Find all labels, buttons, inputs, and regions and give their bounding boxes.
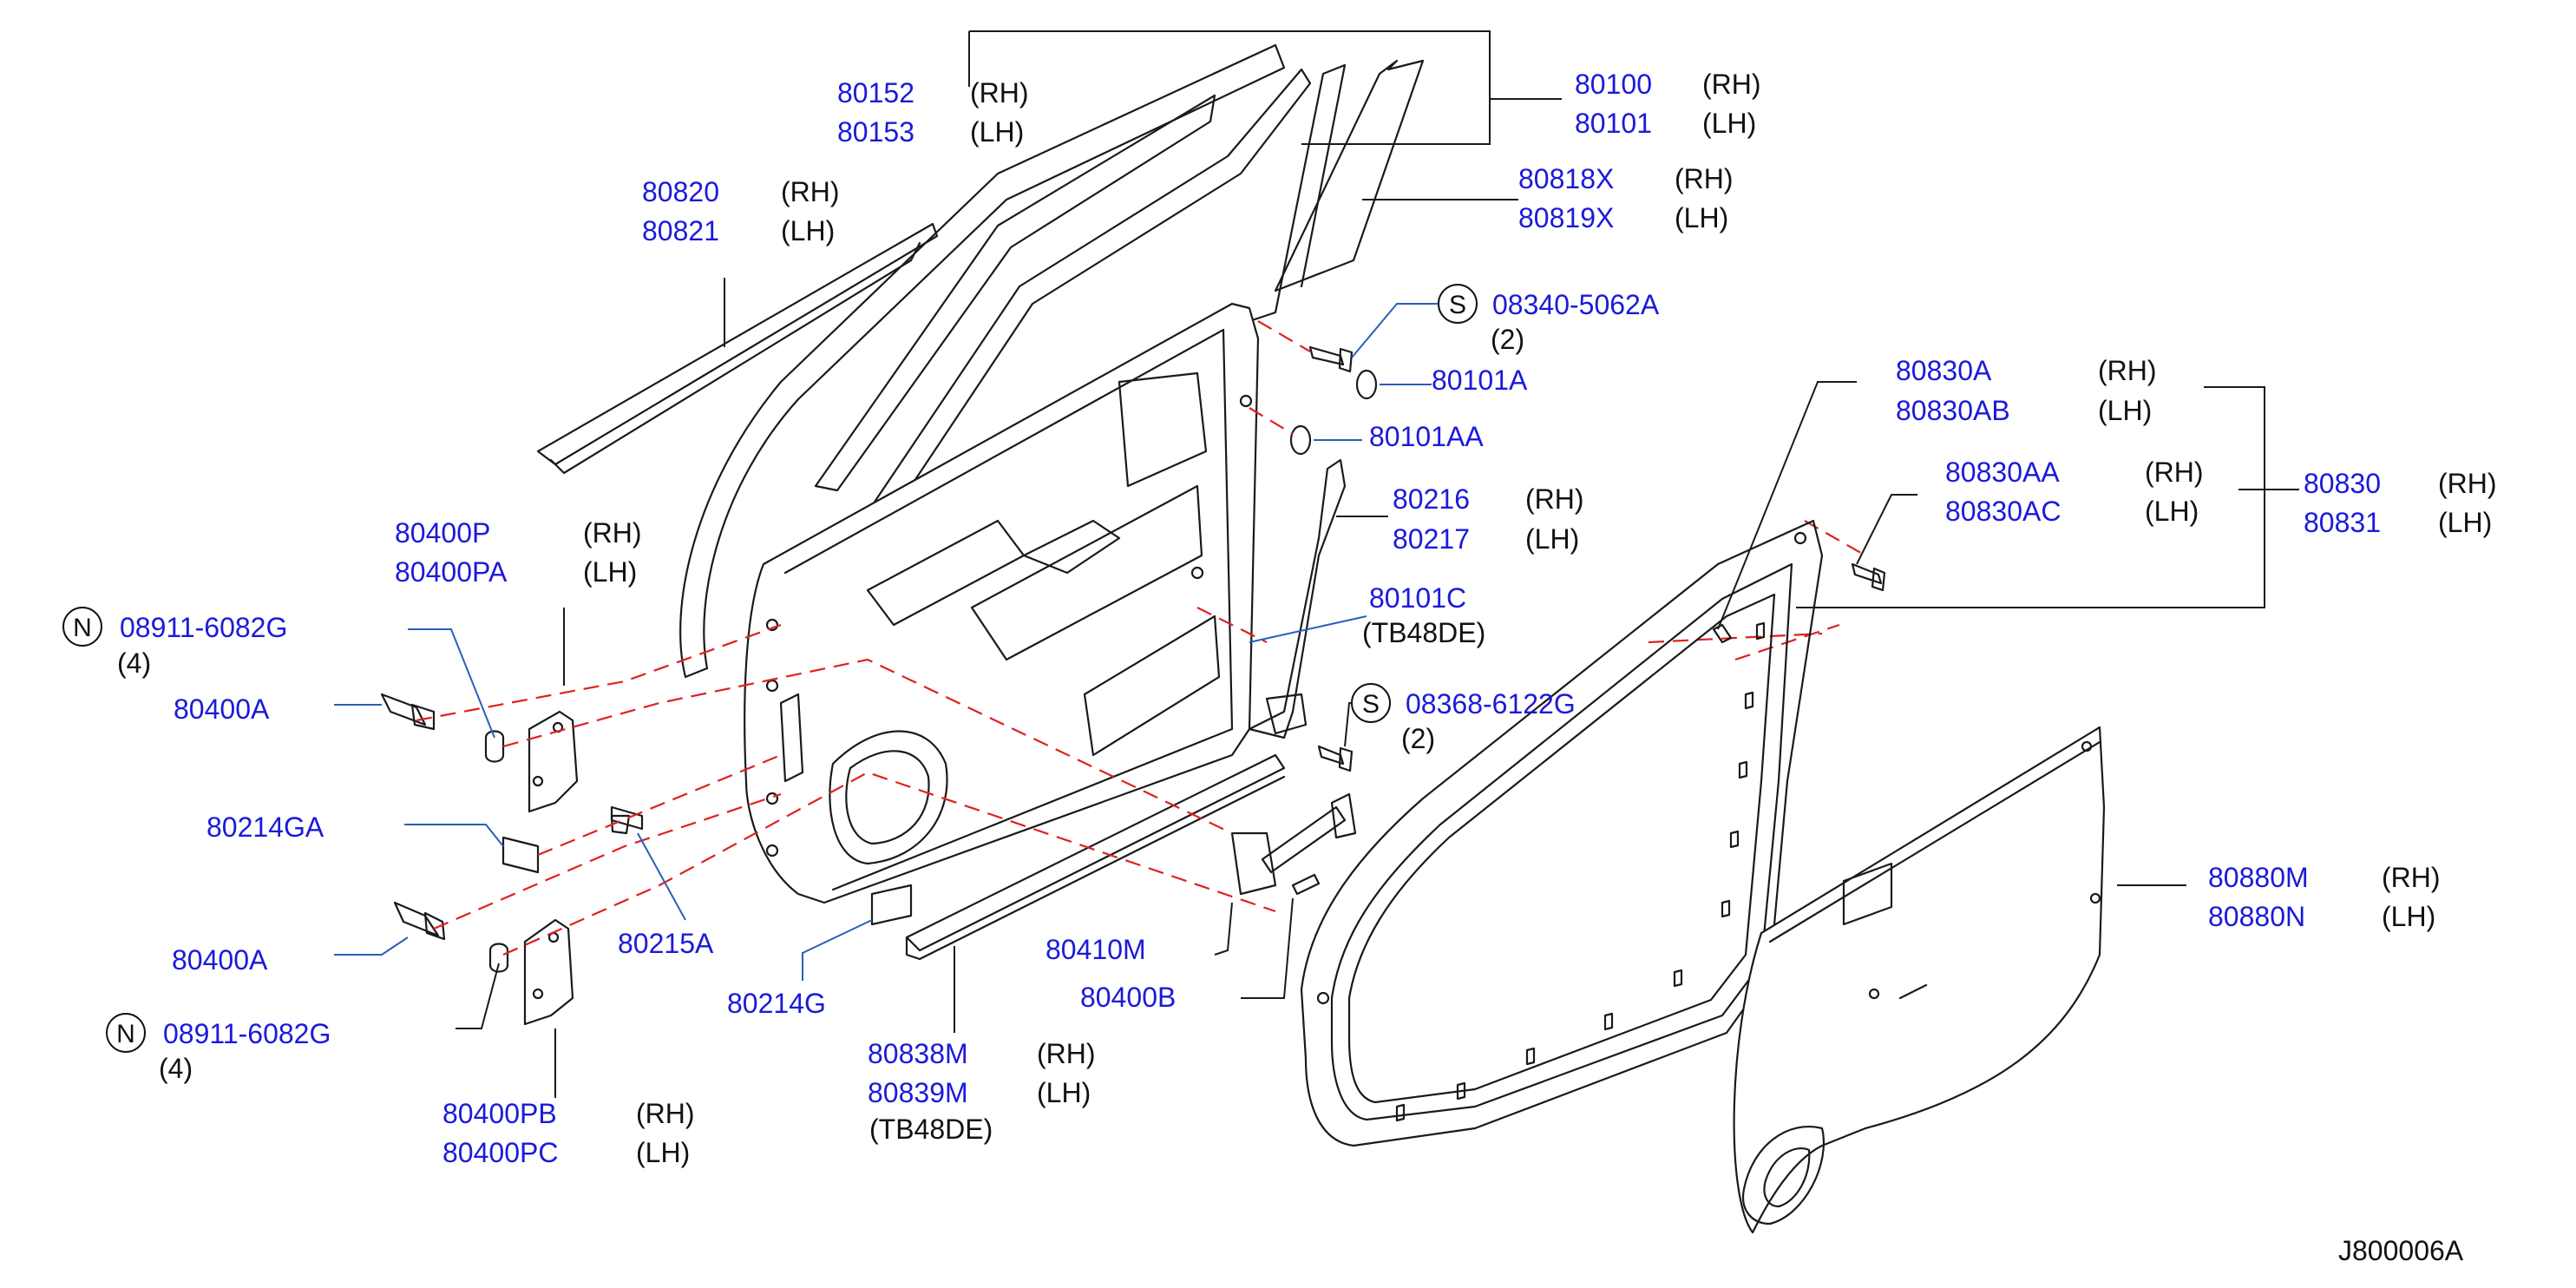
callout-80830: 80830 bbox=[2304, 468, 2381, 499]
callout-80820-side: (RH) bbox=[781, 176, 840, 207]
callout-80101-side: (LH) bbox=[1702, 108, 1756, 139]
callout-labels: 80152 (RH) 80153 (LH) 80100 (RH) 80101 (… bbox=[62, 69, 2497, 1266]
callout-80101c: 80101C bbox=[1369, 582, 1466, 614]
callout-80400p: 80400P bbox=[395, 517, 490, 549]
callout-80831: 80831 bbox=[2304, 507, 2381, 538]
window-glass bbox=[1274, 59, 1518, 292]
callout-80838m: 80838M bbox=[868, 1038, 968, 1069]
callout-80216: 80216 bbox=[1393, 483, 1470, 515]
callout-80400p-side: (RH) bbox=[583, 517, 642, 549]
callout-80400pa: 80400PA bbox=[395, 556, 508, 588]
callout-80400pa-side: (LH) bbox=[583, 556, 637, 588]
callout-80100-side: (RH) bbox=[1702, 69, 1761, 100]
lower-hinge bbox=[393, 901, 574, 1026]
callout-80101: 80101 bbox=[1575, 108, 1652, 139]
callout-80830a-side: (RH) bbox=[2098, 355, 2157, 386]
callout-80880n-side: (LH) bbox=[2382, 901, 2435, 932]
callout-80400pc-side: (LH) bbox=[636, 1137, 690, 1168]
callout-80839m: 80839M bbox=[868, 1077, 968, 1108]
callout-80838m-side: (RH) bbox=[1037, 1038, 1096, 1069]
callout-80400b: 80400B bbox=[1080, 982, 1176, 1013]
callout-08368-6122g: 08368-6122G bbox=[1406, 688, 1576, 720]
grommets bbox=[1289, 369, 1432, 456]
leaders-left bbox=[334, 608, 873, 1098]
outer-weatherstrip bbox=[536, 222, 939, 475]
callout-80830a: 80830A bbox=[1896, 355, 1992, 386]
callout-80410m: 80410M bbox=[1045, 934, 1146, 965]
door-inner-panel bbox=[744, 302, 1260, 904]
callout-80880m: 80880M bbox=[2208, 862, 2309, 893]
door-check-link bbox=[1214, 792, 1357, 999]
callout-80214ga: 80214GA bbox=[206, 812, 324, 843]
callout-80830-side: (RH) bbox=[2438, 468, 2497, 499]
callout-80101aa: 80101AA bbox=[1369, 421, 1484, 452]
n-badge-icon bbox=[62, 607, 102, 647]
callout-80400pc: 80400PC bbox=[442, 1137, 558, 1168]
callout-08340-5062a: 08340-5062A bbox=[1492, 289, 1660, 320]
callout-80214g: 80214G bbox=[727, 988, 826, 1019]
callout-80216-side: (RH) bbox=[1525, 483, 1584, 515]
s-badge-icon-2 bbox=[1351, 683, 1391, 723]
callout-80400a-upper: 80400A bbox=[174, 693, 270, 725]
callout-80217: 80217 bbox=[1393, 523, 1470, 555]
sash-channel bbox=[1248, 458, 1388, 739]
callout-80830aa: 80830AA bbox=[1945, 457, 2060, 488]
callout-80153-side: (LH) bbox=[970, 116, 1024, 148]
callout-80819x: 80819X bbox=[1518, 202, 1614, 233]
callout-80880m-side: (RH) bbox=[2382, 862, 2441, 893]
callout-08911-qty-upper: (4) bbox=[117, 647, 151, 679]
callout-80400pb: 80400PB bbox=[442, 1098, 557, 1129]
n-badge-letter-2: N bbox=[116, 1020, 135, 1048]
callout-80819x-side: (LH) bbox=[1675, 202, 1728, 233]
callout-80153: 80153 bbox=[837, 116, 914, 148]
door-trim-panel bbox=[1733, 726, 2186, 1234]
callout-08911-qty-lower: (4) bbox=[159, 1053, 193, 1084]
upper-hinge bbox=[380, 693, 579, 813]
callout-80217-side: (LH) bbox=[1525, 523, 1579, 555]
callout-80821-side: (LH) bbox=[781, 215, 835, 246]
callout-08911-6082g-upper: 08911-6082G bbox=[120, 612, 287, 643]
lower-weatherstrip bbox=[905, 753, 1286, 1033]
callout-80152: 80152 bbox=[837, 77, 914, 108]
callout-80818x-side: (RH) bbox=[1675, 163, 1734, 194]
callout-80400a-lower: 80400A bbox=[172, 944, 268, 976]
s-badge-icon bbox=[1438, 284, 1478, 324]
callout-80831-side: (LH) bbox=[2438, 507, 2492, 538]
screws-upper bbox=[1308, 303, 1440, 772]
callout-80101c-note: (TB48DE) bbox=[1362, 617, 1485, 648]
callout-80821: 80821 bbox=[642, 215, 719, 246]
callout-80818x: 80818X bbox=[1518, 163, 1614, 194]
callout-80152-side: (RH) bbox=[970, 77, 1029, 108]
callout-08340-qty: (2) bbox=[1491, 324, 1524, 355]
callout-80830ac-side: (LH) bbox=[2145, 496, 2199, 527]
callout-80101a: 80101A bbox=[1432, 365, 1528, 396]
callout-80215a: 80215A bbox=[618, 928, 714, 959]
s-badge-letter: S bbox=[1449, 291, 1466, 319]
drawing-reference-id: J800006A bbox=[2338, 1235, 2464, 1266]
callout-80839m-side: (LH) bbox=[1037, 1077, 1091, 1108]
callout-80880n: 80880N bbox=[2208, 901, 2305, 932]
callout-08911-6082g-lower: 08911-6082G bbox=[163, 1018, 331, 1049]
callout-80830ab-side: (LH) bbox=[2098, 395, 2152, 426]
callout-80830aa-side: (RH) bbox=[2145, 457, 2204, 488]
assembly-lines bbox=[416, 320, 1866, 956]
callout-80100: 80100 bbox=[1575, 69, 1652, 100]
callout-80839m-note: (TB48DE) bbox=[869, 1114, 993, 1145]
callout-08368-qty: (2) bbox=[1401, 723, 1435, 754]
n-badge-icon-2 bbox=[106, 1013, 146, 1053]
opening-weatherstrip bbox=[1300, 381, 2299, 1147]
callout-80400pb-side: (RH) bbox=[636, 1098, 695, 1129]
n-badge-letter: N bbox=[73, 614, 92, 642]
callout-80830ac: 80830AC bbox=[1945, 496, 2061, 527]
callout-80830ab: 80830AB bbox=[1896, 395, 2010, 426]
pads-80214 bbox=[501, 836, 913, 926]
callout-80820: 80820 bbox=[642, 176, 719, 207]
hinge-bolt-80215a bbox=[610, 805, 644, 835]
s-badge-letter-2: S bbox=[1362, 690, 1380, 719]
